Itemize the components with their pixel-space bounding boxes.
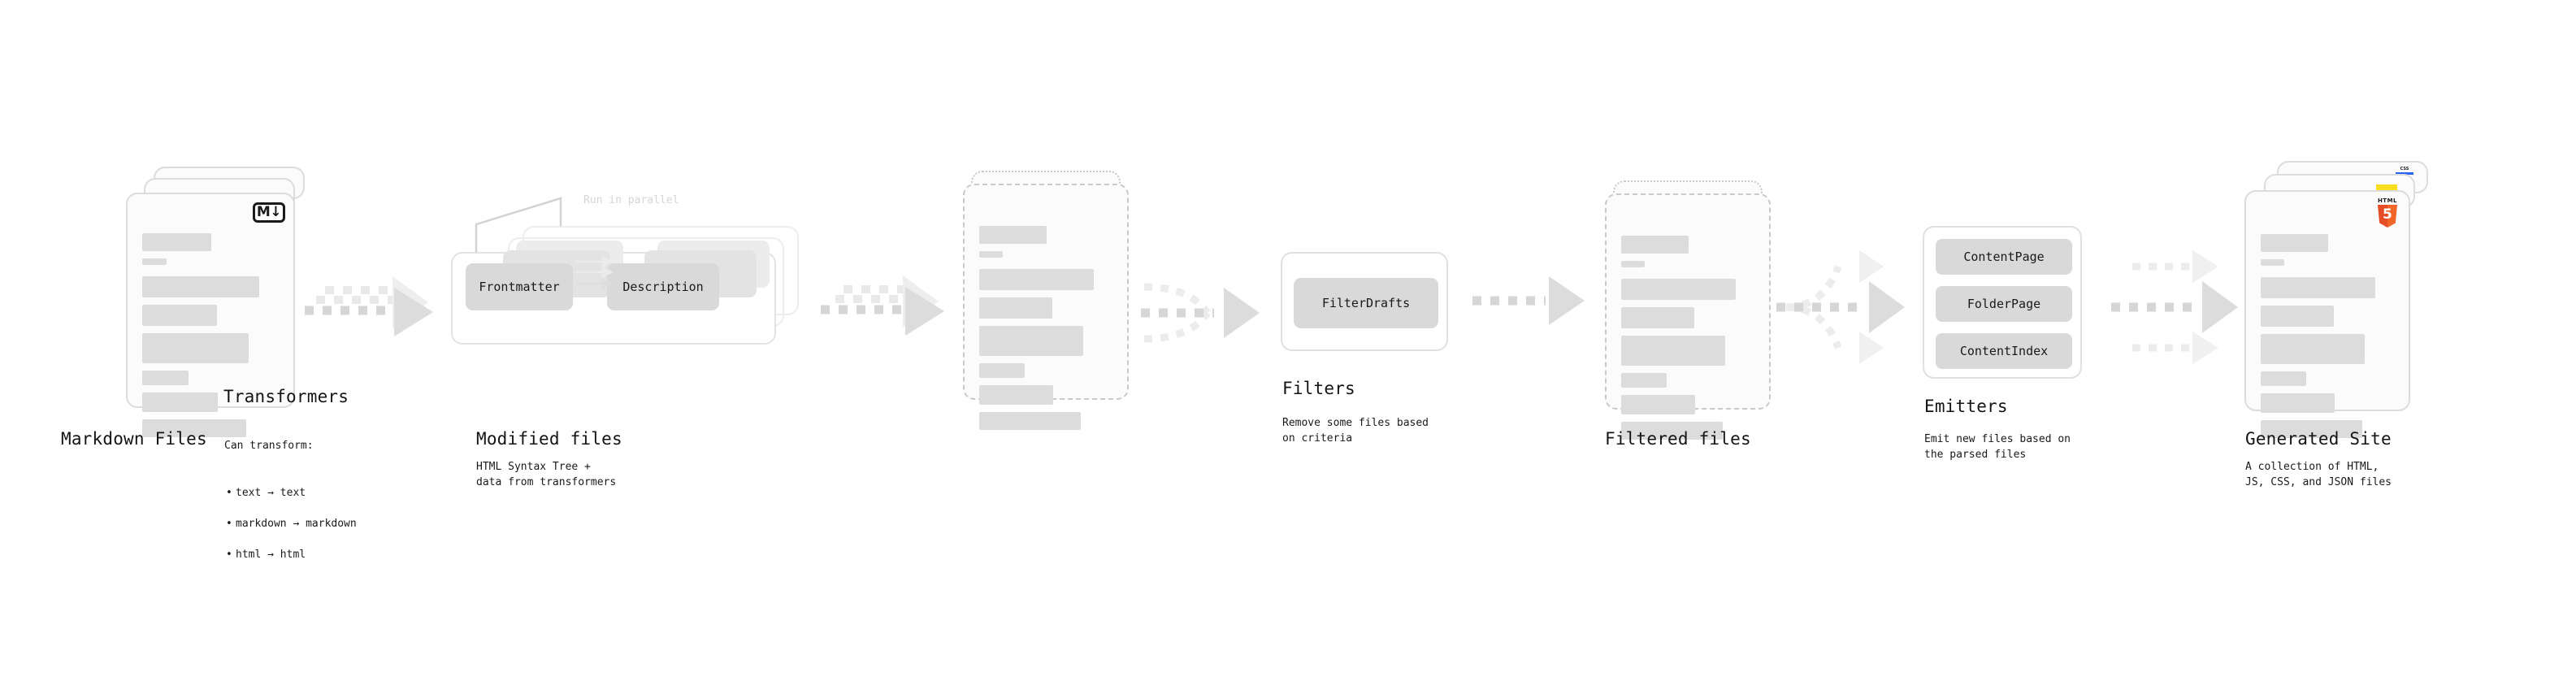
emitters-title: Emitters [1924,397,2008,416]
transformers-desc-item-2: html → html [226,548,357,563]
filters-chip-filterdrafts-label: FilterDrafts [1321,296,1411,310]
css-icon: CSS [2396,167,2413,175]
transformers-chip-frontmatter-label: Frontmatter [479,280,560,294]
filters-chip-filterdrafts[interactable]: FilterDrafts [1294,278,1438,328]
transformers-inner-arrows [576,255,614,290]
markdown-files-stack: M↓ [126,167,305,437]
emitters-chip-folderpage-label: FolderPage [1967,297,2041,311]
transformers-desc-list: text → text markdown → markdown html → h… [224,471,357,579]
filters-title-visible: Filters [1282,379,1355,398]
arrow-filtered-to-emitters [1776,250,1905,364]
modified-files-description: HTML Syntax Tree + data from transformer… [476,461,617,488]
html5-icon: HTML 5 [2378,198,2397,228]
css-icon-bar [2396,172,2413,175]
run-in-parallel-bracket [475,197,562,255]
filtered-file-front [1605,193,1771,440]
transformers-desc-item-0: text → text [226,486,357,501]
markdown-file-content-lines [142,233,275,445]
emitters-chip-contentindex[interactable]: ContentIndex [1936,333,2072,369]
markdown-icon-glyph: M↓ [256,204,282,220]
markdown-files-title: Markdown Files [61,429,207,449]
emitters-box: ContentPage FolderPage ContentIndex [1923,226,2082,379]
filters-description: Remove some files based on criteria [1282,417,1429,445]
html5-icon-shield: 5 [2377,205,2397,228]
arrow-modified-to-filters [1141,283,1260,343]
transformers-desc-heading: Can transform: [224,439,314,452]
emitters-chip-contentpage[interactable]: ContentPage [1936,239,2072,275]
modified-file-content-lines [979,226,1109,437]
css-icon-label: CSS [2400,167,2409,171]
generated-file-content-lines [2261,234,2391,445]
filtered-files-title: Filtered files [1605,429,1751,449]
arrow-emitters-to-generated [2111,250,2238,364]
transformers-chip-description-label: Description [622,280,704,294]
modified-files-title-visible: Modified files [476,429,622,449]
emitters-chip-contentpage-label: ContentPage [1963,249,2045,264]
transformers-desc-item-1: markdown → markdown [226,517,357,532]
modified-files-stack [963,171,1142,430]
filtered-files-stack [1605,180,1784,440]
emitters-chip-folderpage[interactable]: FolderPage [1936,286,2072,322]
emitters-description: Emit new files based on the parsed files [1924,433,2071,461]
markdown-file-front: M↓ [126,193,295,437]
arrow-transformers-to-modified [821,275,944,336]
filters-box: FilterDrafts [1281,252,1448,351]
arrow-markdown-to-transformers [305,276,433,336]
generated-site-description: A collection of HTML, JS, CSS, and JSON … [2245,461,2392,488]
transformers-description: Can transform: text → text markdown → ma… [224,423,357,593]
markdown-icon: M↓ [253,202,285,223]
generated-file-html: HTML 5 [2244,190,2410,438]
transformers-title: Transformers [223,387,349,406]
html5-icon-word: HTML [2377,197,2397,204]
modified-file-front [963,184,1129,430]
transformers-chip-description[interactable]: Description [607,263,719,310]
transformers-chip-frontmatter[interactable]: Frontmatter [466,263,573,310]
transformers-box-front: Frontmatter Description [451,241,776,345]
filtered-file-content-lines [1621,236,1751,447]
html5-icon-number: 5 [2383,206,2392,223]
generated-site-title: Generated Site [2245,429,2392,449]
generated-site-stack: CSS HTML 5 [2244,161,2431,438]
arrow-filters-to-filtered [1472,276,1585,325]
emitters-chip-contentindex-label: ContentIndex [1959,344,2049,358]
run-in-parallel-note: Run in parallel [583,194,679,206]
